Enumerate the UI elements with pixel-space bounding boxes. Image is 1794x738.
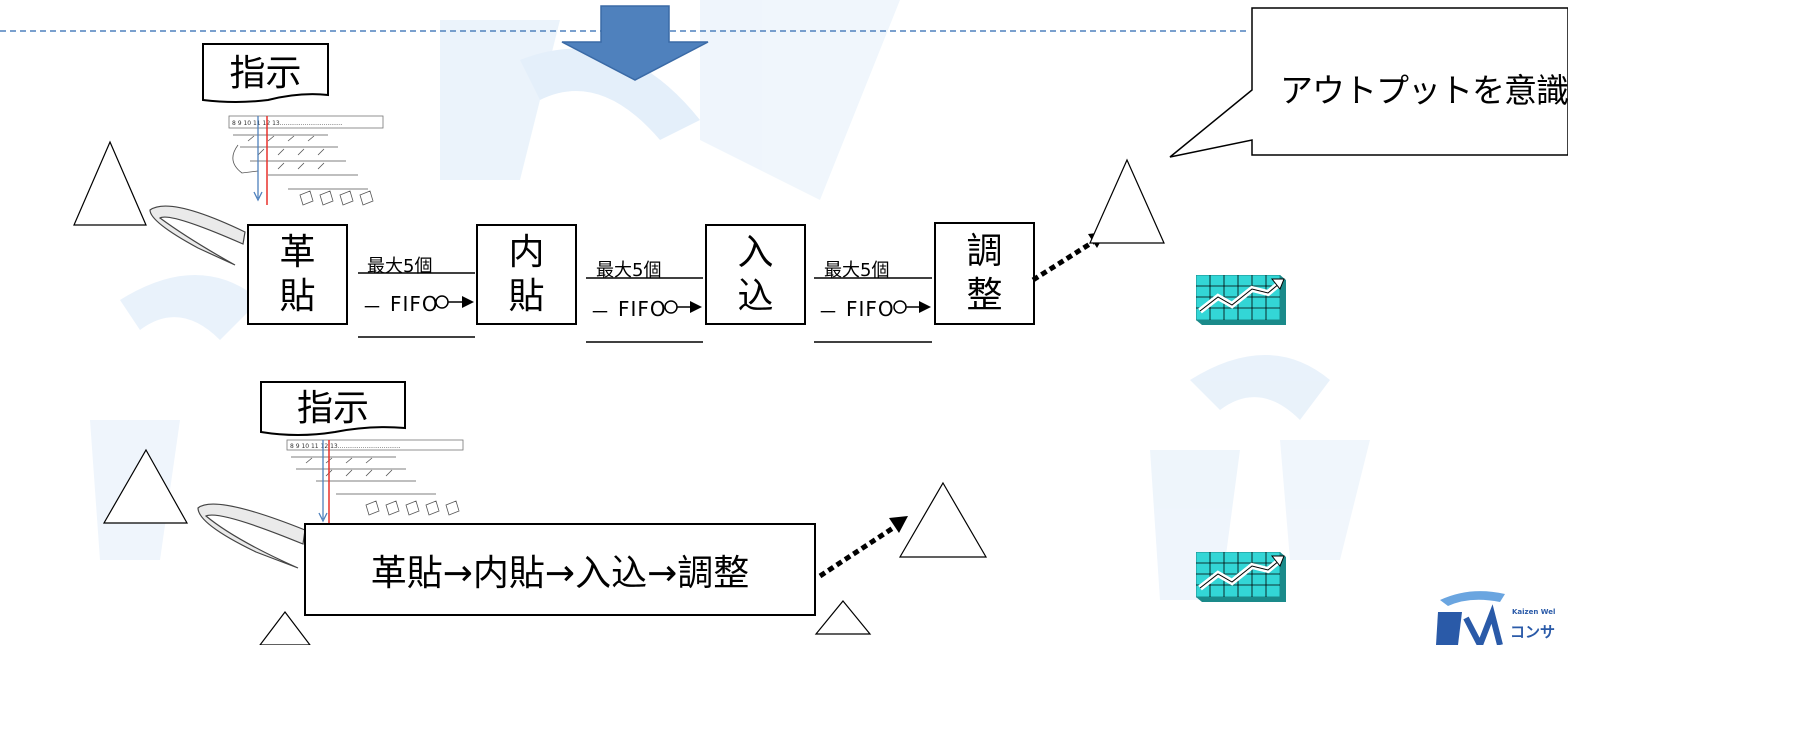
bottom-left-shapes xyxy=(102,448,988,645)
fifo-lane-1 xyxy=(358,272,475,338)
process-char: 入 xyxy=(737,231,774,273)
process-box-kawabari: 革 貼 xyxy=(247,224,348,325)
output-triangle-icon xyxy=(1089,158,1165,244)
output-triangle-icon xyxy=(898,481,988,558)
buffer-limit-label-1: 最大5個 xyxy=(367,256,433,277)
down-arrow-layer xyxy=(561,5,709,81)
instruction-sign-shape-2 xyxy=(260,381,406,436)
combined-process-box: 革貼→内貼→入込→調整 xyxy=(304,523,816,616)
process-box-uchibari: 内 貼 xyxy=(476,224,577,325)
process-char: 込 xyxy=(737,275,774,317)
process-box-chousei: 調 整 xyxy=(934,222,1035,325)
corner-logo-icon xyxy=(1436,591,1505,645)
instruction-label-1: 指示 xyxy=(229,53,302,94)
buffer-dash-3: － xyxy=(818,300,838,324)
buffer-dash-2: － xyxy=(590,300,610,324)
dotted-arrow-line xyxy=(1031,239,1095,283)
callout-text: アウトプットを意識 xyxy=(1280,71,1569,110)
schedule-header-text-2: 8 9 10 11 12 13.........................… xyxy=(290,443,401,450)
buffer-fifo-label-2: FIFO xyxy=(618,297,667,321)
buffer-fifo-label-3: FIFO xyxy=(846,297,895,321)
instruction-sign-shape-1 xyxy=(202,43,329,103)
small-triangle-icon xyxy=(814,600,872,635)
top-left-shapes xyxy=(73,140,246,266)
curved-flow-arrow-icon xyxy=(197,503,306,569)
process-char: 調 xyxy=(966,230,1003,272)
instruction-label-2: 指示 xyxy=(296,388,369,429)
curved-flow-arrow-icon xyxy=(149,205,246,266)
process-char: 革 xyxy=(279,231,316,273)
process-char: 貼 xyxy=(508,275,545,317)
dotted-arrow-line xyxy=(818,525,895,579)
big-down-arrow-icon xyxy=(561,5,709,81)
fifo-lanes xyxy=(358,272,932,343)
inventory-triangle-icon xyxy=(102,448,189,524)
fifo-lane-2 xyxy=(586,277,703,343)
schedule-header-text-1: 8 9 10 11 12 13.........................… xyxy=(232,120,343,127)
dotted-arrow-head-icon xyxy=(889,516,908,533)
buffer-fifo-label-1: FIFO xyxy=(390,292,439,316)
small-triangle-icon xyxy=(259,611,311,645)
process-char: 整 xyxy=(966,274,1003,316)
chart-trend-icon xyxy=(1196,275,1286,325)
watermark-logo-1 xyxy=(440,0,900,200)
top-right-shapes xyxy=(1031,7,1568,283)
schedule-board-image-2: 8 9 10 11 12 13.........................… xyxy=(286,439,464,527)
logo-text-kana: コンサ xyxy=(1510,623,1556,641)
callout-bubble xyxy=(1169,7,1568,158)
fifo-lane-3 xyxy=(814,277,932,343)
process-box-irekomi: 入 込 xyxy=(705,224,806,325)
chart-trend-icon xyxy=(1196,552,1286,602)
inventory-triangle-icon xyxy=(73,140,147,226)
buffer-dash-1: － xyxy=(362,295,382,319)
schedule-board-image-1: 8 9 10 11 12 13.........................… xyxy=(228,115,384,206)
buffer-limit-label-2: 最大5個 xyxy=(596,260,662,281)
process-char: 内 xyxy=(508,231,545,273)
process-char: 貼 xyxy=(279,275,316,317)
buffer-limit-label-3: 最大5個 xyxy=(824,260,890,281)
logo-text-small: Kaizen Wel xyxy=(1512,608,1556,616)
